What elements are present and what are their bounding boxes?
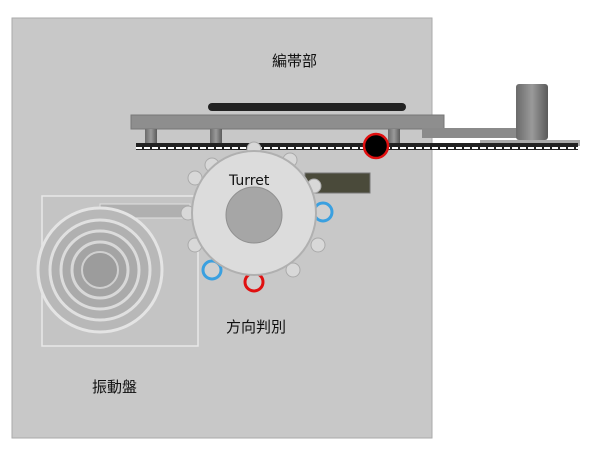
bowl-feeder <box>36 195 199 347</box>
direction-label: 方向判別 <box>226 318 287 336</box>
carrier-tape <box>136 143 578 150</box>
taping-label: 編帯部 <box>272 52 318 70</box>
tape-roller <box>362 132 390 160</box>
turret <box>180 141 334 293</box>
motor <box>516 84 548 140</box>
taping-unit <box>130 84 580 160</box>
turret-label: Turret <box>229 173 270 189</box>
bowl-feeder-label: 振動盤 <box>92 378 138 396</box>
